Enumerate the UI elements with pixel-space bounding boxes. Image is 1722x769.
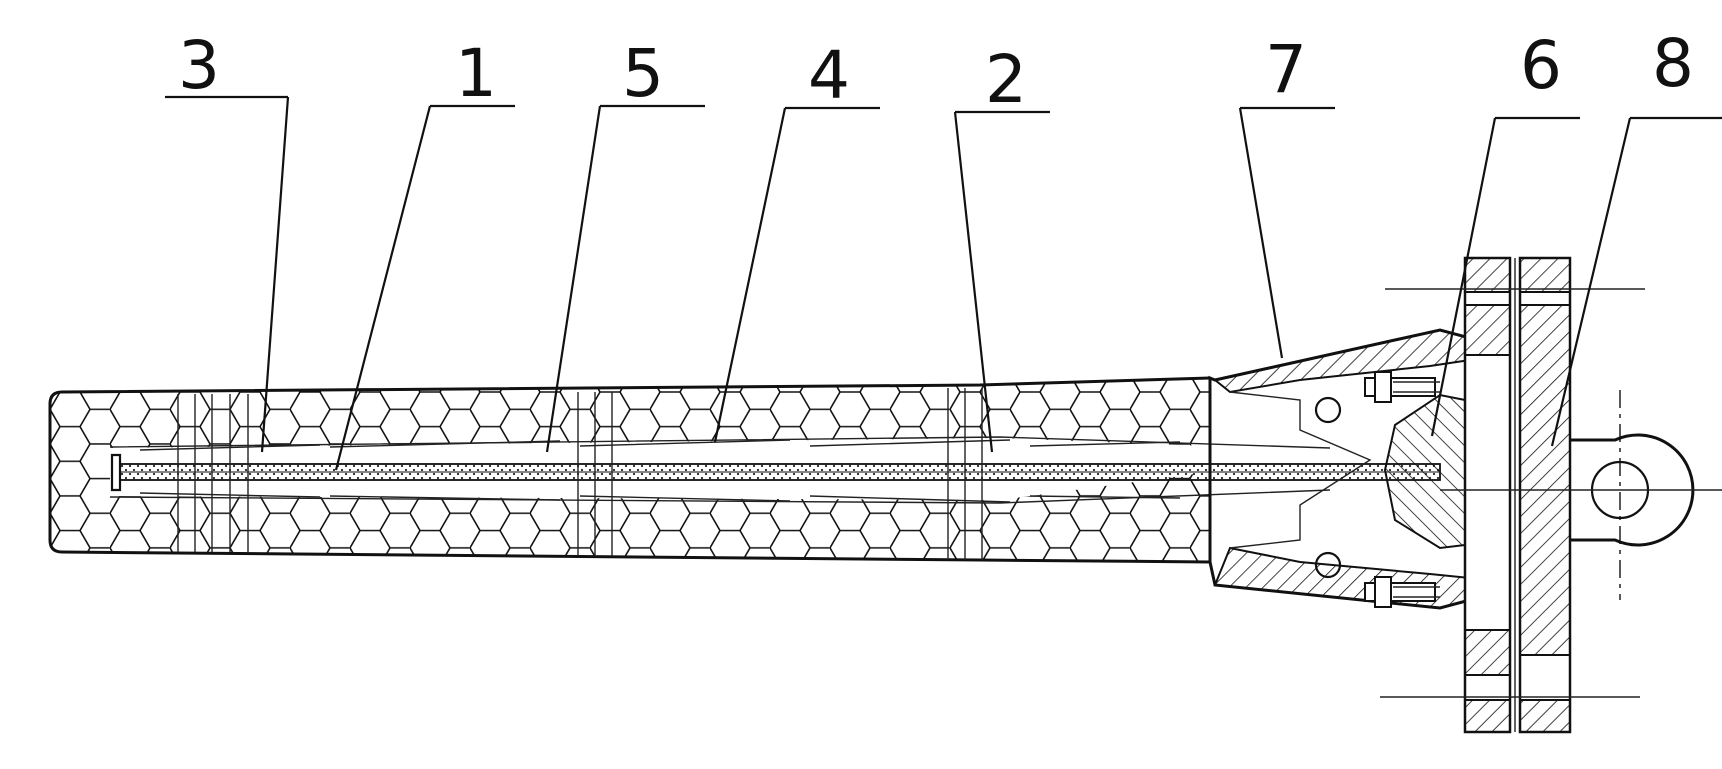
callout-2: 2 [985,41,1027,118]
callout-4: 4 [808,37,850,114]
spacer-rings [177,388,983,560]
leader-lines [165,95,1722,471]
callout-1: 1 [455,35,497,112]
spacer-ring [947,388,983,560]
termination-piece [1364,371,1466,608]
callout-7: 7 [1265,31,1307,108]
callout-5: 5 [622,35,664,112]
flange [1380,256,1722,734]
spacer-ring [177,394,249,552]
callout-6: 6 [1520,27,1562,104]
callout-3: 3 [178,27,220,104]
core-channel [109,436,1441,504]
callout-8: 8 [1652,25,1694,102]
callout-labels: 3 1 5 4 2 7 6 8 [178,25,1694,118]
spacer-ring [577,392,613,556]
